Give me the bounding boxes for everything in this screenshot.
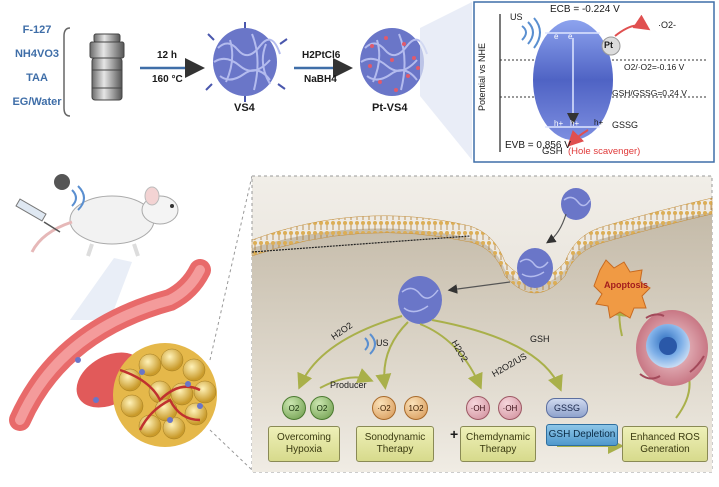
evb-label: EVB = 0.856 V bbox=[505, 140, 571, 151]
electron-label: e bbox=[554, 32, 559, 41]
product2-label: Pt-VS4 bbox=[372, 102, 408, 114]
product1-label: VS4 bbox=[234, 102, 255, 114]
syringe-icon bbox=[15, 198, 61, 233]
step1-time: 12 h bbox=[157, 50, 178, 61]
reagent-label: F-127 bbox=[22, 24, 52, 36]
apoptosis-label: Apoptosis bbox=[604, 280, 648, 290]
superoxide-molecule: ·O2 bbox=[372, 396, 396, 420]
potential-axis-label: Potential vs NHE bbox=[477, 42, 488, 112]
gsh-depletion-box: GSH Depletion bbox=[546, 424, 618, 446]
released-nanoparticle-icon bbox=[398, 276, 442, 324]
us-waves-icon bbox=[521, 17, 541, 49]
gssg-label: GSSG bbox=[612, 120, 639, 130]
hydroxyl-radical-molecule: ·OH bbox=[498, 396, 522, 420]
mouse-icon bbox=[30, 186, 179, 257]
pt-particle bbox=[601, 36, 621, 56]
step1-temp: 160 °C bbox=[152, 74, 183, 85]
step2-reagent2: NaBH4 bbox=[304, 74, 337, 85]
hole-label: h+ bbox=[554, 119, 564, 128]
hole-label: h+ bbox=[570, 119, 580, 128]
o2-radical-label: ·O2- bbox=[658, 20, 676, 30]
zoom-fan bbox=[420, 2, 472, 160]
endocytosed-nanoparticle-icon bbox=[517, 248, 553, 288]
zoom-line-top bbox=[209, 175, 253, 361]
producer-label: Producer bbox=[330, 380, 367, 390]
us-mech-label: US bbox=[376, 338, 389, 348]
pt-label: Pt bbox=[604, 40, 613, 50]
zoom-line-bottom bbox=[209, 429, 253, 471]
vs4-nanoparticle-icon bbox=[205, 22, 288, 102]
autoclave-icon bbox=[89, 33, 125, 101]
step2-reagent1: H2PtCl6 bbox=[302, 50, 341, 61]
hole-label: h+ bbox=[594, 118, 604, 127]
reagent-label: NH4VO3 bbox=[14, 48, 60, 60]
gssg-molecule: GSSG bbox=[546, 398, 588, 418]
tumor-icon bbox=[75, 343, 217, 447]
us-label: US bbox=[510, 12, 523, 22]
cell-membrane bbox=[251, 197, 713, 294]
o2-arrow bbox=[614, 14, 651, 37]
apoptosis-cell-icon bbox=[593, 259, 651, 319]
singlet-oxygen-molecule: 1O2 bbox=[404, 396, 428, 420]
reagent-label: EG/Water bbox=[12, 96, 62, 108]
hole-scavenger-label: (Hole scavenger) bbox=[568, 146, 641, 157]
us-waves-mech-icon bbox=[364, 333, 376, 355]
transducer-icon bbox=[54, 174, 85, 211]
sonodynamic-therapy-box: Sonodynamic Therapy bbox=[356, 426, 434, 462]
o2-molecule: O2 bbox=[282, 396, 306, 420]
reagent-label: TAA bbox=[26, 72, 48, 84]
release-arrow bbox=[447, 281, 511, 294]
overcoming-hypoxia-box: Overcoming Hypoxia bbox=[268, 426, 340, 462]
gsh-label: GSH bbox=[542, 146, 563, 157]
o2-couple-label: O2/·O2=-0.16 V bbox=[624, 62, 685, 72]
pt-vs4-nanoparticle-icon bbox=[360, 28, 428, 96]
electron-label: e bbox=[568, 32, 573, 41]
incoming-nanoparticle-icon bbox=[561, 188, 591, 220]
gsh-couple-label: GSH/GSSG=0.24 V bbox=[612, 88, 687, 98]
chemdynamic-therapy-box: Chemdynamic Therapy bbox=[460, 426, 536, 462]
ecb-label: ECB = -0.224 V bbox=[550, 4, 620, 15]
gsh-mech-label: GSH bbox=[530, 334, 550, 344]
gsh-arrow bbox=[567, 129, 589, 147]
hydroxyl-radical-molecule: ·OH bbox=[466, 396, 490, 420]
reagent-bracket bbox=[63, 27, 71, 117]
o2-molecule: O2 bbox=[310, 396, 334, 420]
tumor-cell-icon bbox=[636, 310, 708, 386]
plus-sign: + bbox=[450, 426, 459, 442]
enhanced-ros-box: Enhanced ROS Generation bbox=[622, 426, 708, 462]
